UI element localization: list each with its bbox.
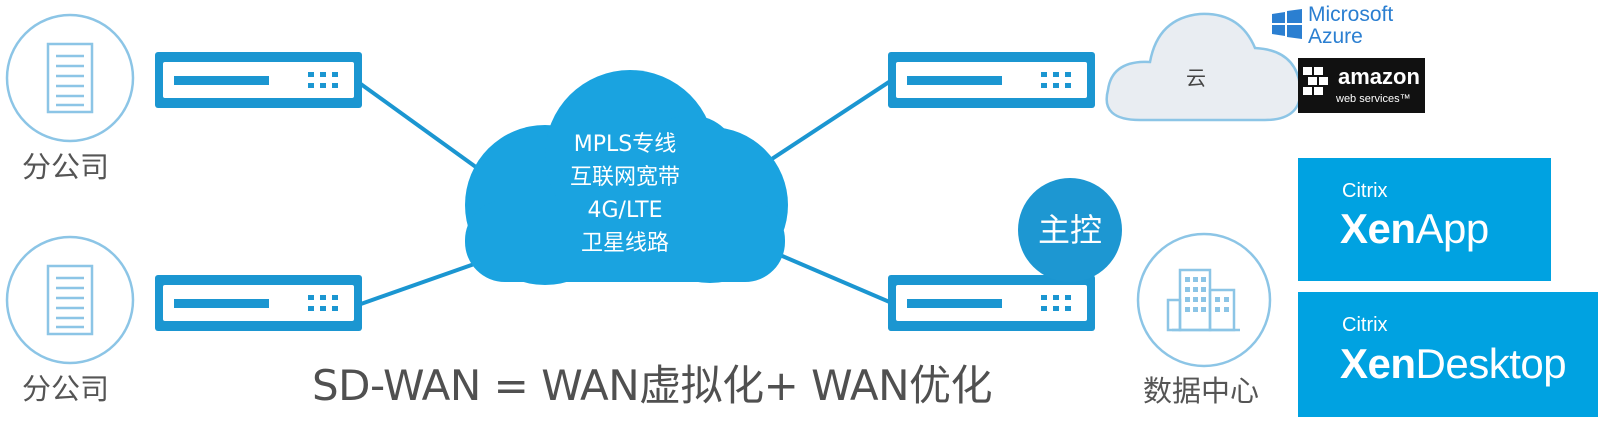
citrix-xenapp-brand: Citrix bbox=[1342, 180, 1388, 202]
branch-label-2: 分公司 bbox=[22, 372, 110, 406]
citrix-xendesktop-brand: Citrix bbox=[1342, 314, 1388, 336]
microsoft-azure-logo: Microsoft Azure bbox=[1308, 4, 1393, 48]
connector-lines bbox=[356, 78, 894, 307]
citrix-xenapp-card bbox=[1298, 158, 1551, 281]
branch-office-icon-1 bbox=[5, 13, 135, 143]
branch-office-icon-2 bbox=[5, 235, 135, 365]
branch-label-1: 分公司 bbox=[22, 150, 110, 184]
router-branch-1 bbox=[155, 52, 362, 108]
citrix-xendesktop-card bbox=[1298, 292, 1598, 417]
link-branch1-wan bbox=[356, 80, 482, 172]
amazon-logo-subtext: web services™ bbox=[1336, 93, 1411, 105]
wan-transport-list: MPLS专线 互联网宽带 4G/LTE 卫星线路 bbox=[500, 128, 750, 260]
amazon-logo-text: amazon bbox=[1338, 64, 1420, 89]
microsoft-text: Microsoft bbox=[1308, 3, 1394, 26]
cloud-label: 云 bbox=[1186, 66, 1206, 90]
link-wan-dc-router bbox=[779, 253, 893, 305]
sdwan-formula: SD-WAN = WAN虚拟化+ WAN优化 bbox=[312, 361, 993, 410]
router-cloud bbox=[888, 52, 1095, 108]
router-datacenter bbox=[888, 275, 1095, 331]
controller-badge: 主控 bbox=[1018, 178, 1122, 282]
xendesktop-name-bold: Xen bbox=[1340, 340, 1416, 387]
azure-text: Azure bbox=[1308, 25, 1363, 48]
datacenter-building-icon bbox=[1136, 232, 1272, 368]
router-branch-2 bbox=[155, 275, 362, 331]
xenapp-name-light: App bbox=[1415, 205, 1490, 252]
microsoft-windows-icon bbox=[1272, 9, 1302, 39]
wan-cloud-shape bbox=[465, 70, 788, 285]
wan-transport-satellite: 卫星线路 bbox=[580, 231, 669, 256]
wan-transport-broadband: 互联网宽带 bbox=[569, 165, 680, 190]
amazon-logo-mark bbox=[1303, 67, 1328, 95]
wan-transport-lte: 4G/LTE bbox=[587, 198, 663, 223]
citrix-xenapp-name: XenApp bbox=[1340, 205, 1489, 253]
xenapp-name-bold: Xen bbox=[1340, 205, 1416, 252]
link-branch2-wan bbox=[357, 260, 481, 307]
citrix-xendesktop-name: XenDesktop bbox=[1340, 340, 1567, 388]
link-wan-cloud-router bbox=[750, 78, 894, 174]
wan-transport-mpls: MPLS专线 bbox=[573, 132, 677, 157]
xendesktop-name-light: Desktop bbox=[1415, 340, 1567, 387]
datacenter-label: 数据中心 bbox=[1143, 374, 1260, 408]
